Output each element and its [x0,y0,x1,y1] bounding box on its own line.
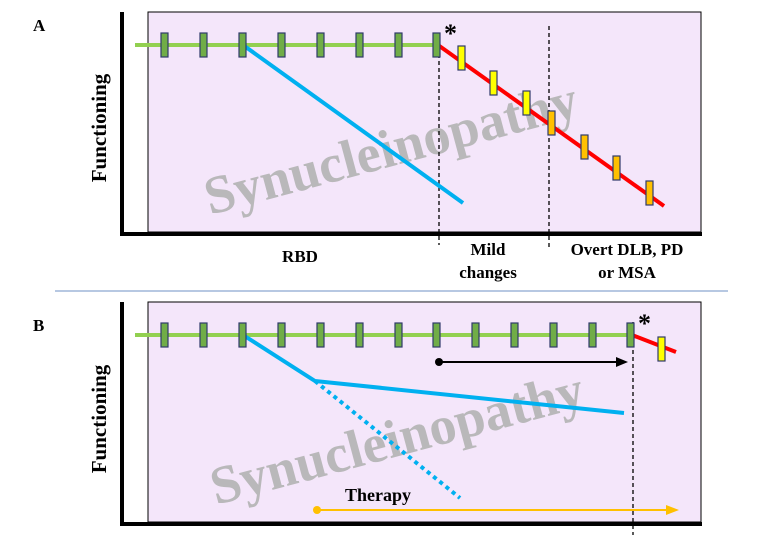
green-marker [355,322,364,348]
orange-marker [580,134,589,160]
green-marker [626,322,635,348]
panel-b-letter: B [33,316,44,335]
green-marker [316,32,325,58]
green-marker [510,322,519,348]
orange-marker [645,180,654,206]
green-marker [588,322,597,348]
orange-marker [547,110,556,136]
orange-marker [612,155,621,181]
green-marker [432,32,441,58]
green-marker [238,322,247,348]
panel-b-green-markers [160,322,635,348]
therapy-label: Therapy [345,485,411,505]
green-marker [471,322,480,348]
delay-arrow-head [616,357,628,367]
panel-b-y-label: Functioning [87,364,111,473]
panel-a: A Synucleinopathy Functioning [33,11,702,282]
green-marker [160,322,169,348]
yellow-marker [457,45,466,71]
panel-a-blue-decline [241,43,465,205]
green-marker [316,322,325,348]
panel-a-yellow-markers [457,45,531,116]
panel-b-blue-untreated-trajectory [313,379,462,500]
green-marker [277,32,286,58]
panel-a-letter: A [33,16,46,35]
green-marker [355,32,364,58]
phase-label-overt-line1: Overt DLB, PD [571,240,684,259]
phase-label-rbd: RBD [282,247,318,266]
phase-label-mild-line2: changes [459,263,517,282]
phase-label-overt-line2: or MSA [598,263,656,282]
green-marker [432,322,441,348]
therapy-arrow-head [666,505,679,515]
panel-b-asterisk: * [638,309,651,338]
panel-a-green-markers [160,32,441,58]
panel-a-asterisk: * [444,19,457,48]
yellow-marker [489,70,498,96]
green-marker [394,322,403,348]
panel-b-yellow-marker [657,336,666,362]
panel-b-red-decline [631,333,677,354]
phase-label-mild-line1: Mild [471,240,506,259]
panel-a-orange-markers [547,110,654,206]
panel-b: B Synucleinopathy Functioning [33,301,702,535]
green-marker [199,32,208,58]
panel-a-y-label: Functioning [87,73,111,182]
green-marker [549,322,558,348]
green-marker [160,32,169,58]
green-marker [238,32,247,58]
yellow-marker [522,90,531,116]
green-marker [199,322,208,348]
green-marker [394,32,403,58]
green-marker [277,322,286,348]
